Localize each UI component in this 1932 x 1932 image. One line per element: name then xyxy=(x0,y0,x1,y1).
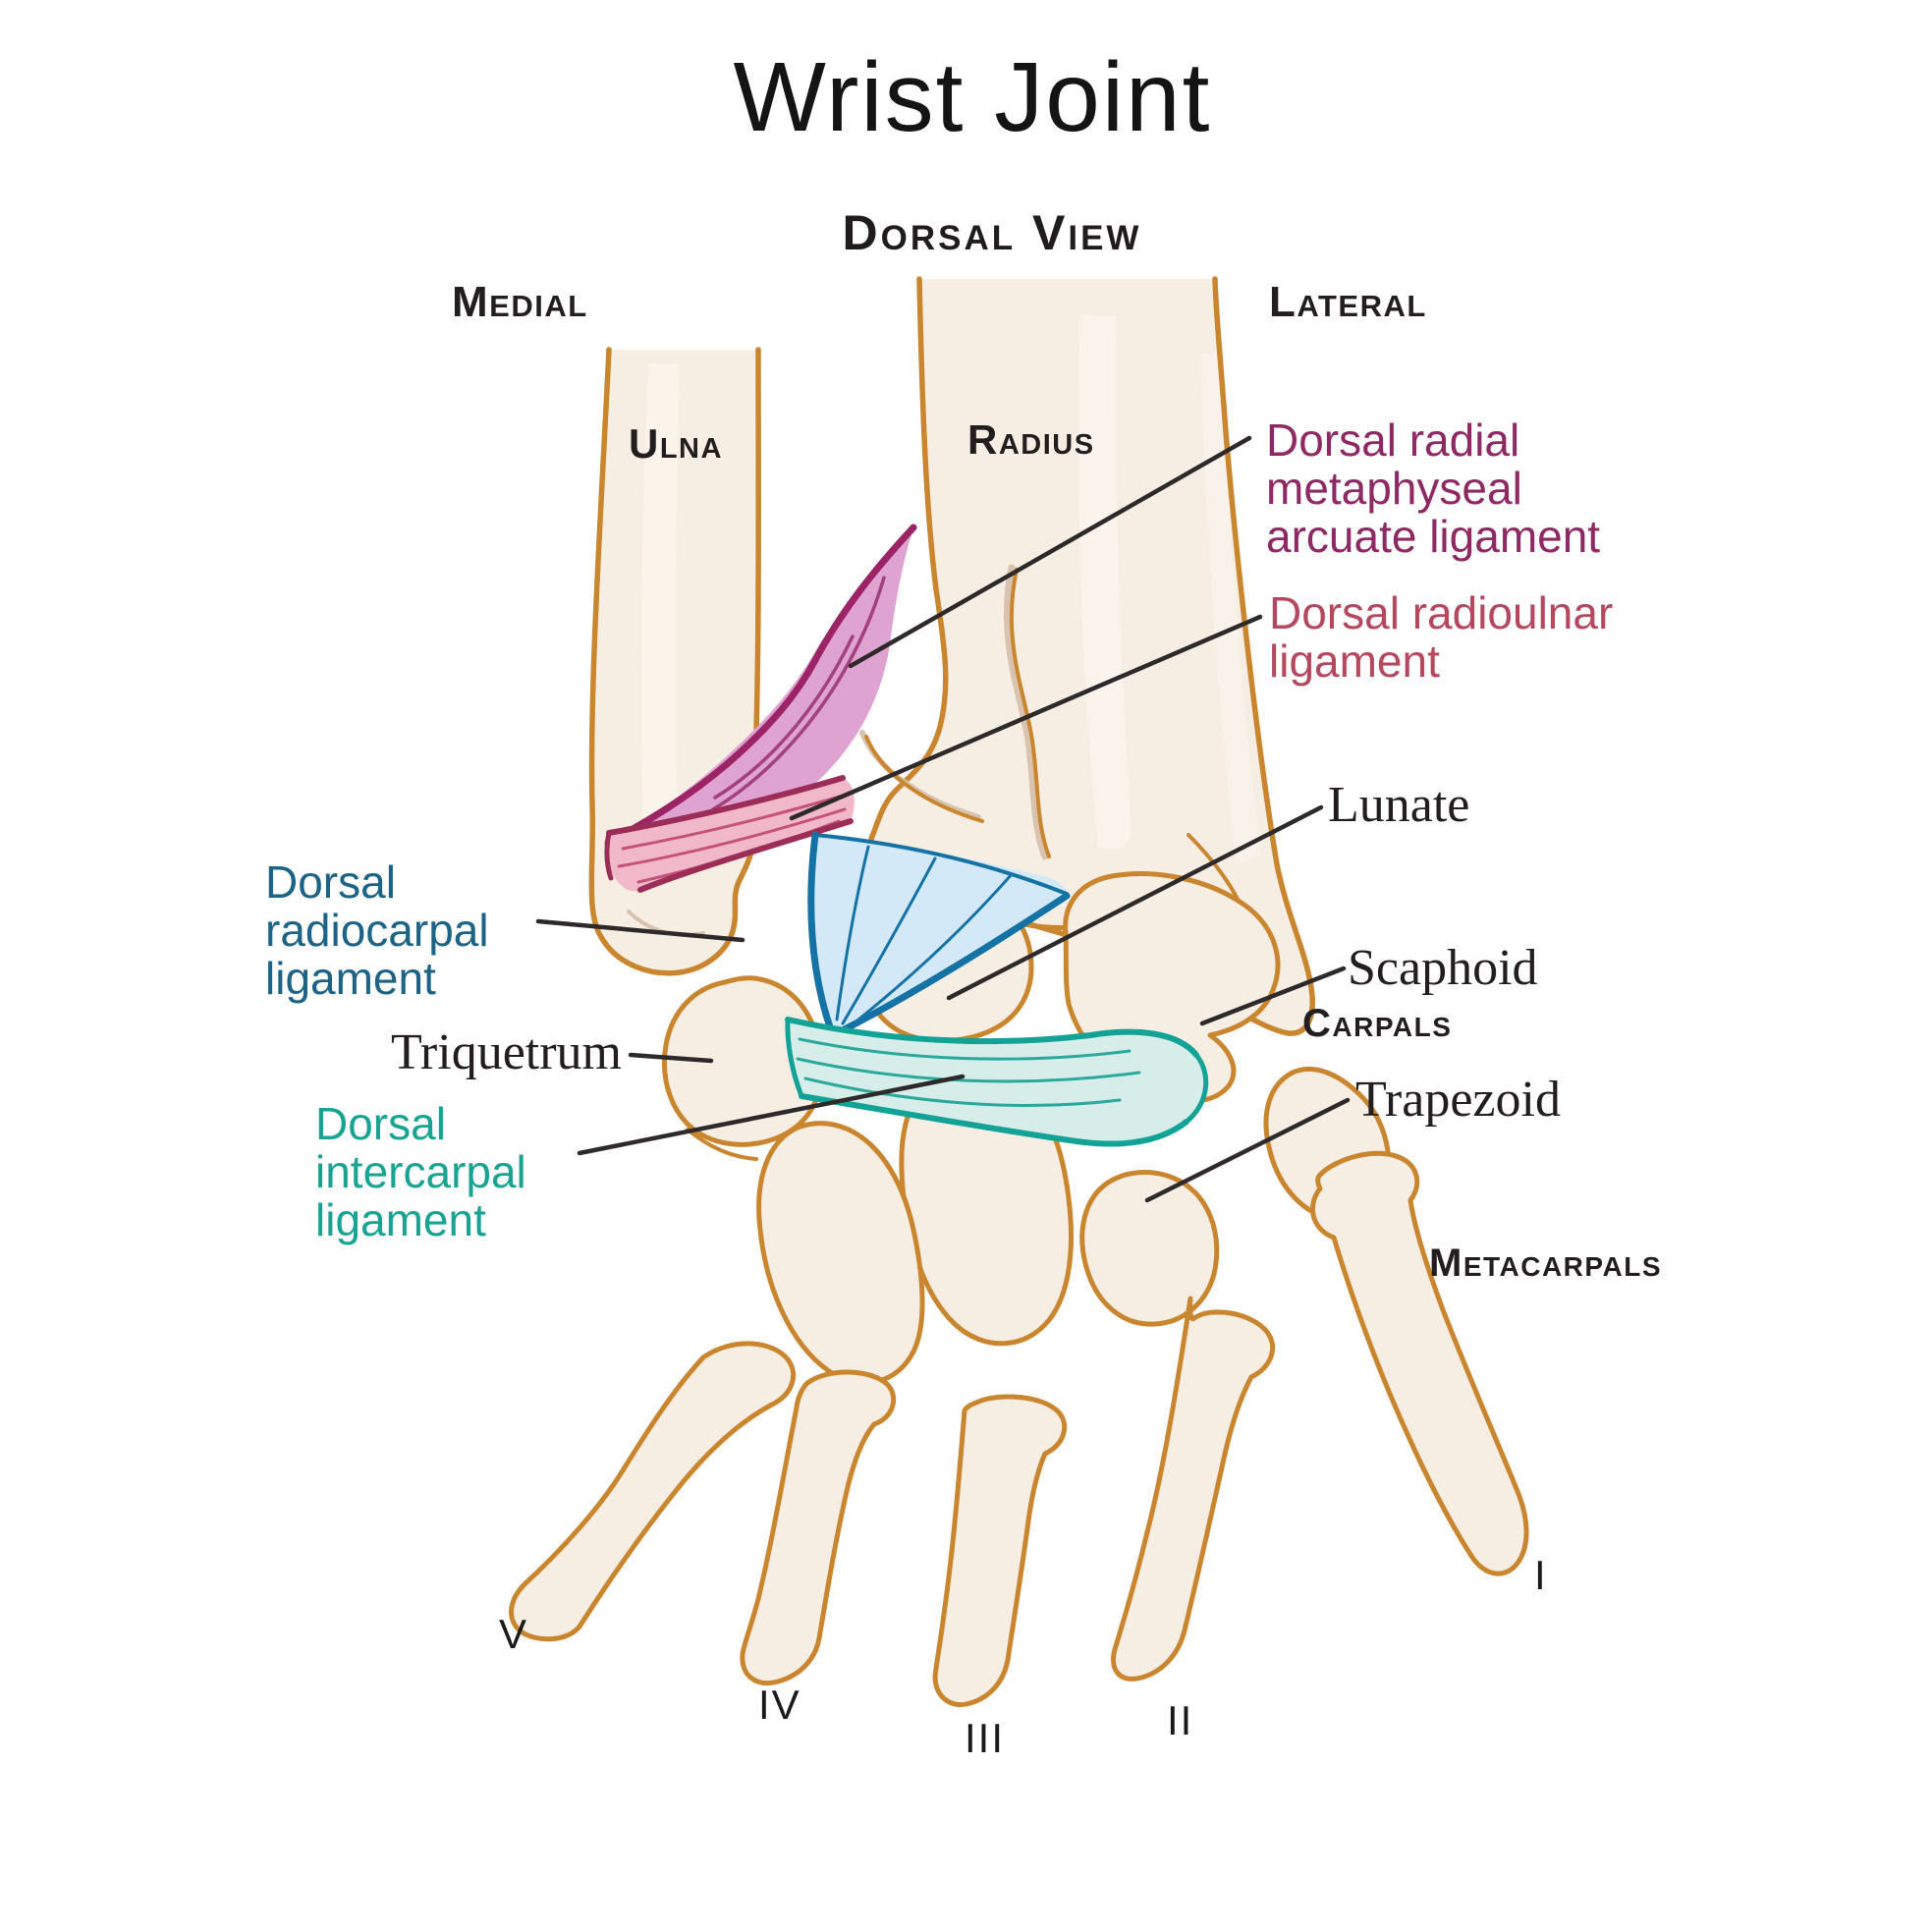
metacarpal-iii-bone xyxy=(932,1394,1068,1707)
dorsal-intercarpal-ligament xyxy=(785,1017,1209,1147)
leader-lunate xyxy=(946,804,1324,1001)
numeral-metacarpal-ii: II xyxy=(1167,1697,1194,1743)
trapezoid-bone xyxy=(1079,1170,1220,1327)
label-scaphoid: Scaphoid xyxy=(1348,940,1538,996)
orientation-lateral: Lateral xyxy=(1269,278,1427,326)
leader-radioulnar-ligament xyxy=(789,614,1263,821)
label-arcuate-ligament: Dorsal radial metaphyseal arcuate ligame… xyxy=(1266,414,1601,562)
dorsal-radioulnar-ligament xyxy=(604,775,855,893)
leader-trapezoid xyxy=(1144,1097,1351,1203)
dorsal-radiocarpal-ligament xyxy=(807,831,1071,1039)
hamate-bone xyxy=(756,1121,925,1386)
label-lunate: Lunate xyxy=(1328,777,1470,833)
label-intercarpal-ligament: Dorsal intercarpal ligament xyxy=(315,1098,526,1245)
label-radioulnar-ligament: Dorsal radioulnar ligament xyxy=(1269,587,1614,687)
page-title: Wrist Joint xyxy=(733,42,1212,152)
view-subtitle: Dorsal View xyxy=(842,205,1142,260)
leader-arcuate-ligament xyxy=(848,435,1252,669)
numeral-metacarpal-v: V xyxy=(499,1611,529,1657)
leader-radiocarpal-ligament xyxy=(535,918,745,943)
leader-intercarpal-ligament xyxy=(577,1074,966,1156)
leader-triquetrum xyxy=(628,1052,714,1064)
numeral-metacarpal-iii: III xyxy=(965,1715,1006,1761)
metacarpal-i-bone xyxy=(1310,1150,1529,1576)
metacarpal-v-bone xyxy=(509,1341,796,1642)
metacarpal-iv-bone xyxy=(740,1369,897,1685)
label-triquetrum: Triquetrum xyxy=(391,1024,622,1080)
leader-scaphoid xyxy=(1199,966,1347,1026)
label-carpals: Carpals xyxy=(1302,1002,1453,1045)
label-ulna: Ulna xyxy=(629,420,723,467)
label-radiocarpal-ligament: Dorsal radiocarpal ligament xyxy=(265,856,489,1004)
label-metacarpals: Metacarpals xyxy=(1429,1242,1663,1285)
orientation-medial: Medial xyxy=(452,278,588,326)
label-radius: Radius xyxy=(967,416,1095,463)
label-trapezoid: Trapezoid xyxy=(1355,1072,1561,1128)
metacarpal-ii-bone xyxy=(1111,1296,1275,1682)
numeral-metacarpal-i: I xyxy=(1534,1552,1548,1598)
metacarpal-bones xyxy=(509,1150,1529,1707)
numeral-metacarpal-iv: IV xyxy=(758,1682,801,1728)
leader-lines xyxy=(535,435,1351,1203)
